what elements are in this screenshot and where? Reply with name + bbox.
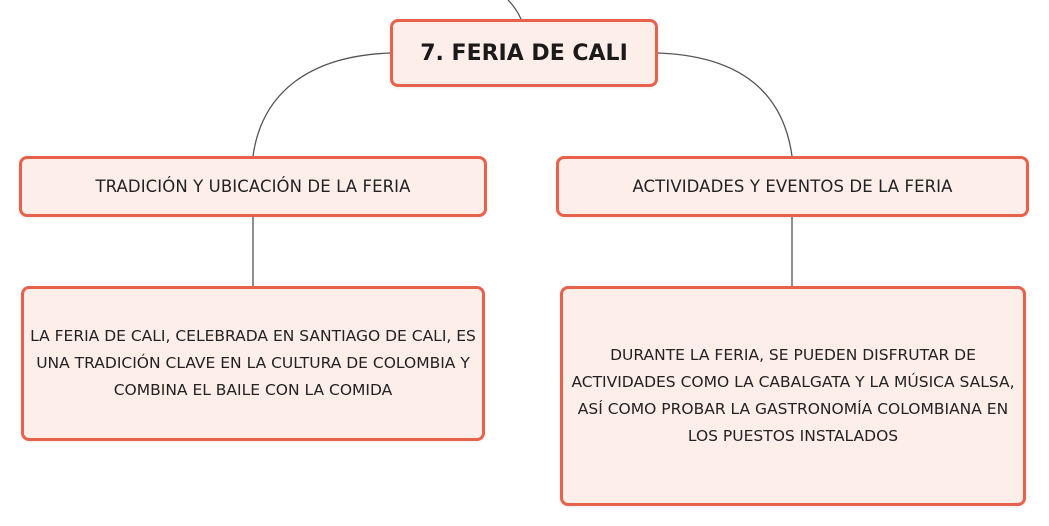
detail-node-tradicion[interactable]: LA FERIA DE CALI, CELEBRADA EN SANTIAGO … <box>21 286 485 441</box>
connector-root-to-right-topic <box>657 52 793 157</box>
topic-node-actividades[interactable]: ACTIVIDADES Y EVENTOS DE LA FERIA <box>556 156 1029 217</box>
root-node[interactable]: 7. FERIA DE CALI <box>390 19 658 87</box>
topic-node-tradicion-label: TRADICIÓN Y UBICACIÓN DE LA FERIA <box>95 177 411 196</box>
detail-node-actividades-text: DURANTE LA FERIA, SE PUEDEN DISFRUTAR DE… <box>571 346 1015 445</box>
topic-node-tradicion[interactable]: TRADICIÓN Y UBICACIÓN DE LA FERIA <box>19 156 487 217</box>
detail-node-actividades[interactable]: DURANTE LA FERIA, SE PUEDEN DISFRUTAR DE… <box>560 286 1026 506</box>
connector-root-to-left-topic <box>252 52 391 157</box>
topic-node-actividades-label: ACTIVIDADES Y EVENTOS DE LA FERIA <box>632 177 953 196</box>
detail-node-tradicion-text: LA FERIA DE CALI, CELEBRADA EN SANTIAGO … <box>30 327 476 399</box>
root-node-title: 7. FERIA DE CALI <box>420 40 628 66</box>
connector-parent-to-root <box>507 0 522 20</box>
